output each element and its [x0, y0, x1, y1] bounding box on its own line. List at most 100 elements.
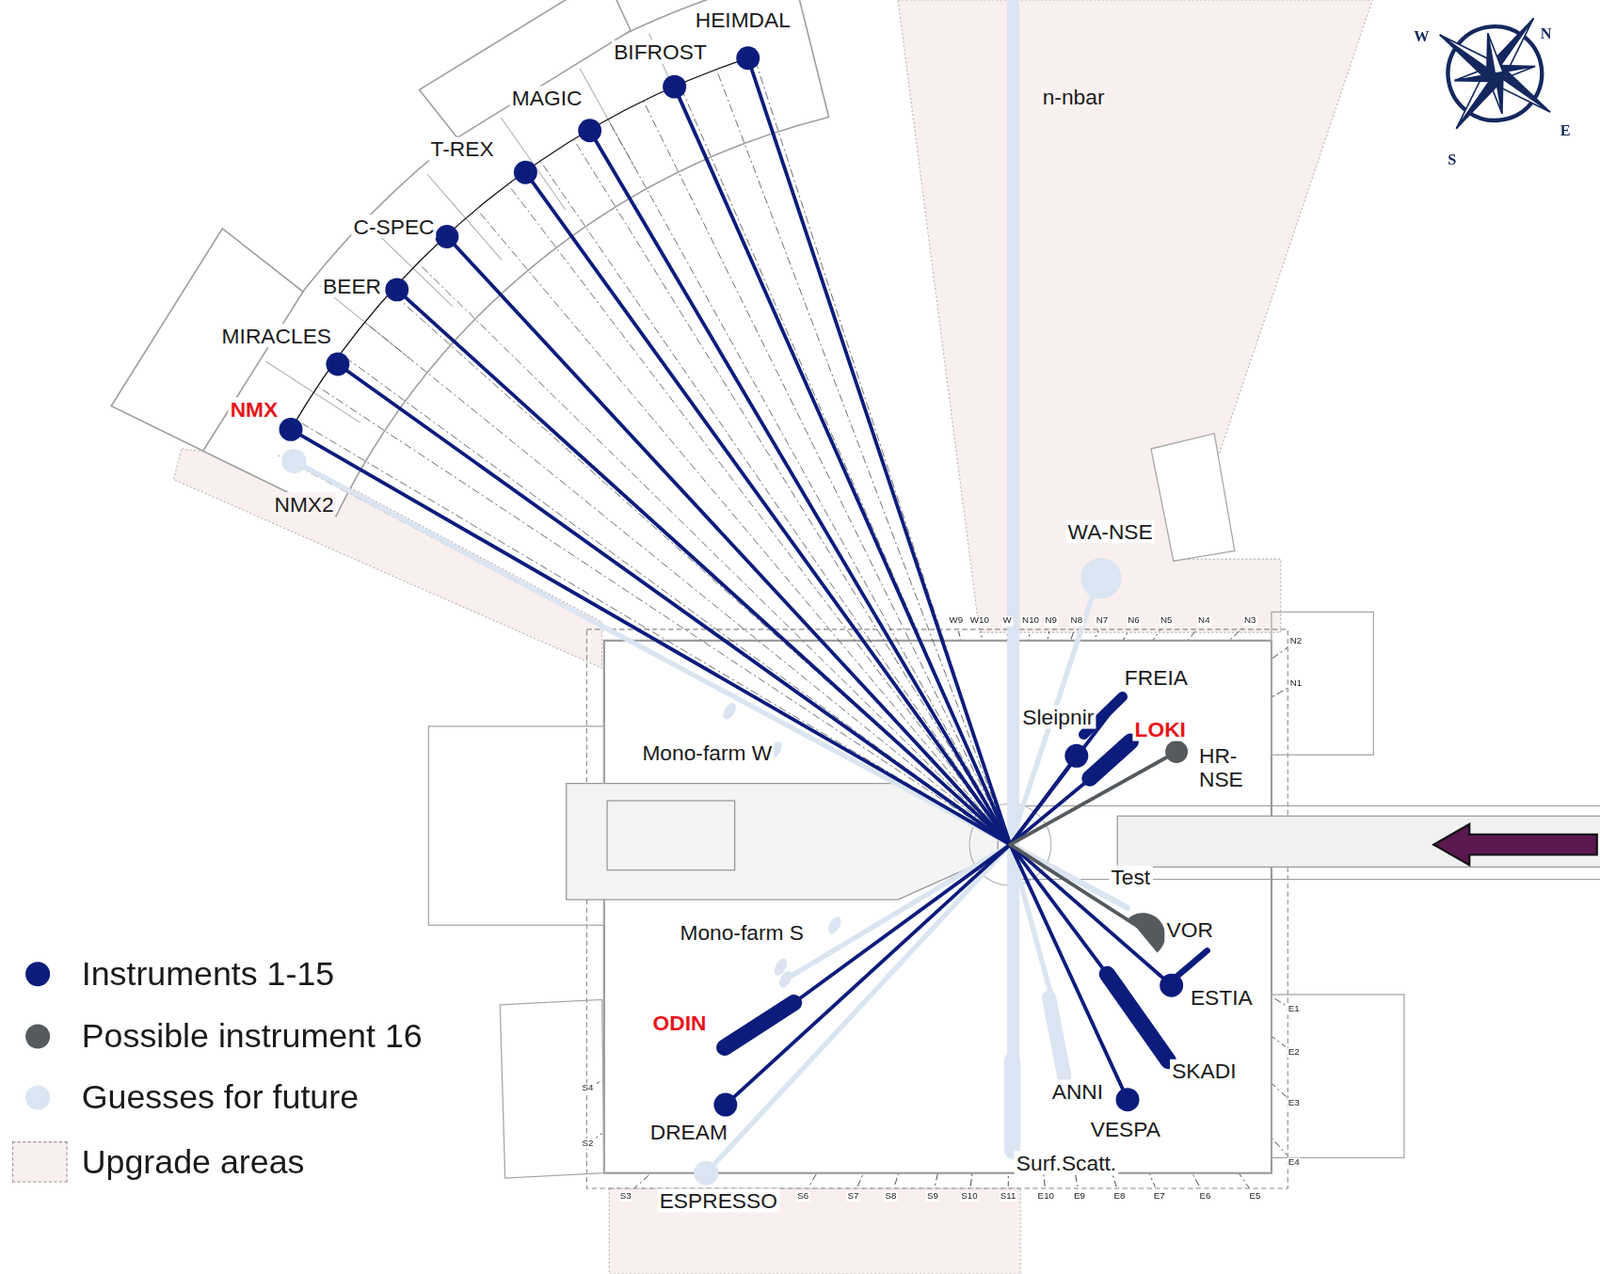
instrument-beamline [290, 429, 1010, 845]
port-label: S4 [580, 1083, 594, 1094]
guide-line [716, 69, 1010, 845]
legend-text: Guesses for future [81, 1078, 359, 1118]
port-label: S9 [926, 1191, 940, 1202]
instrument-beamline [590, 130, 1011, 846]
legend-text: Instruments 1-15 [81, 955, 335, 994]
guide-line [448, 236, 1011, 845]
east-building [1271, 611, 1374, 755]
instrument-label: NMX [227, 397, 280, 421]
proton-arrow [1433, 824, 1597, 865]
instrument-detector [1128, 912, 1166, 953]
instrument-beamline [1009, 845, 1171, 987]
port-label: E2 [1287, 1047, 1301, 1058]
port-label: N1 [1289, 678, 1304, 689]
guide-line [366, 323, 1010, 846]
instrument-label: VOR [1164, 917, 1216, 942]
instrument-dot [736, 46, 760, 70]
port-label: N7 [1095, 616, 1110, 627]
instrument-dot [279, 417, 304, 442]
instrument-label: ODIN [650, 1011, 708, 1036]
instrument-label: C-SPEC [351, 214, 436, 239]
port-label: S8 [883, 1191, 897, 1202]
instrument-dot [662, 75, 687, 99]
legend-swatch [25, 1085, 50, 1110]
instrument-label: n-nbar [1040, 84, 1107, 109]
instrument-beamline [1009, 752, 1177, 846]
instrument-beamline [337, 364, 1010, 846]
upgrade-area [897, 0, 1373, 633]
instrument-dot [513, 160, 538, 185]
instrument-dot [713, 1093, 737, 1118]
instrument-bar [1089, 741, 1131, 779]
instrument-bar [1173, 950, 1208, 979]
future-instrument [281, 448, 306, 474]
instrument-label: T-REX [428, 137, 496, 161]
instrument-label: FREIA [1122, 665, 1190, 689]
instrument-label: LOKI [1132, 718, 1188, 742]
upgrade-area [173, 448, 602, 669]
instrument-label: WA-NSE [1065, 519, 1155, 544]
instrument-label: SKADI [1169, 1059, 1239, 1084]
instrument-label: DREAM [648, 1120, 731, 1145]
mono-farm-mark [720, 700, 739, 721]
compass-letter: S [1445, 151, 1458, 169]
compass-ring [1429, 8, 1561, 140]
instrument-label: HEIMDAL [693, 7, 794, 32]
instrument-dot [325, 352, 350, 377]
port-label: N8 [1070, 616, 1085, 627]
instrument-label: VESPA [1088, 1118, 1164, 1142]
legend-text: Upgrade areas [81, 1142, 305, 1182]
upgrade-area [608, 1188, 1021, 1274]
instrument-dot [1116, 1088, 1140, 1112]
port-label: W9 [947, 616, 964, 627]
port-label: S6 [796, 1191, 810, 1202]
future-beamline [1049, 997, 1065, 1076]
instrument-dot [434, 224, 459, 249]
instrument-label: HR-NSE [1197, 743, 1247, 791]
proton-beamline [1117, 816, 1600, 867]
port-label: E1 [1287, 1005, 1301, 1016]
east-building [1271, 994, 1405, 1158]
compass-letter: E [1558, 122, 1573, 140]
port-label: E3 [1287, 1099, 1301, 1110]
port-label: E6 [1198, 1191, 1212, 1202]
port-label: E4 [1287, 1158, 1301, 1169]
compass-rose [1401, 0, 1589, 168]
port-label: N6 [1126, 616, 1141, 627]
instrument-beamline [1009, 777, 1092, 846]
legend-swatch [12, 1141, 68, 1183]
office-building [419, 0, 631, 138]
instrument-arc [290, 58, 749, 431]
future-instrument [1080, 558, 1121, 599]
instrument-dot [1165, 740, 1188, 764]
future-instrument [693, 1161, 719, 1186]
port-label: N2 [1289, 637, 1304, 648]
instrument-label: Sleipnir [1020, 705, 1096, 730]
mono-farm-mark [776, 969, 795, 991]
instrument-label: Mono-farm W [640, 741, 774, 766]
port-label: W [1001, 616, 1012, 627]
instrument-label: ANNI [1050, 1079, 1106, 1104]
legend-swatch [25, 1024, 50, 1049]
compass-point [1471, 32, 1517, 77]
instrument-beamline [525, 172, 1010, 845]
guide-line [574, 140, 1010, 846]
instrument-beamline [447, 237, 1010, 846]
instrument-label: ESPRESSO [656, 1188, 780, 1213]
guide-line [541, 161, 1011, 845]
guide-line [477, 209, 1010, 845]
instrument-beamline [725, 845, 1010, 1105]
instrument-bar [724, 1003, 795, 1049]
port-label: S2 [580, 1138, 594, 1150]
instrument-label: MAGIC [510, 86, 585, 111]
instrument-label: ESTIA [1188, 986, 1255, 1010]
instrument-label: Surf.Scatt. [1014, 1151, 1120, 1175]
port-label: N9 [1043, 616, 1058, 627]
port-label: E8 [1112, 1191, 1126, 1202]
instrument-dot [384, 277, 409, 302]
wing-wall [500, 117, 565, 210]
port-label: E5 [1248, 1191, 1263, 1202]
port-label: N4 [1197, 616, 1212, 627]
instrument-beamline [794, 845, 1011, 1004]
